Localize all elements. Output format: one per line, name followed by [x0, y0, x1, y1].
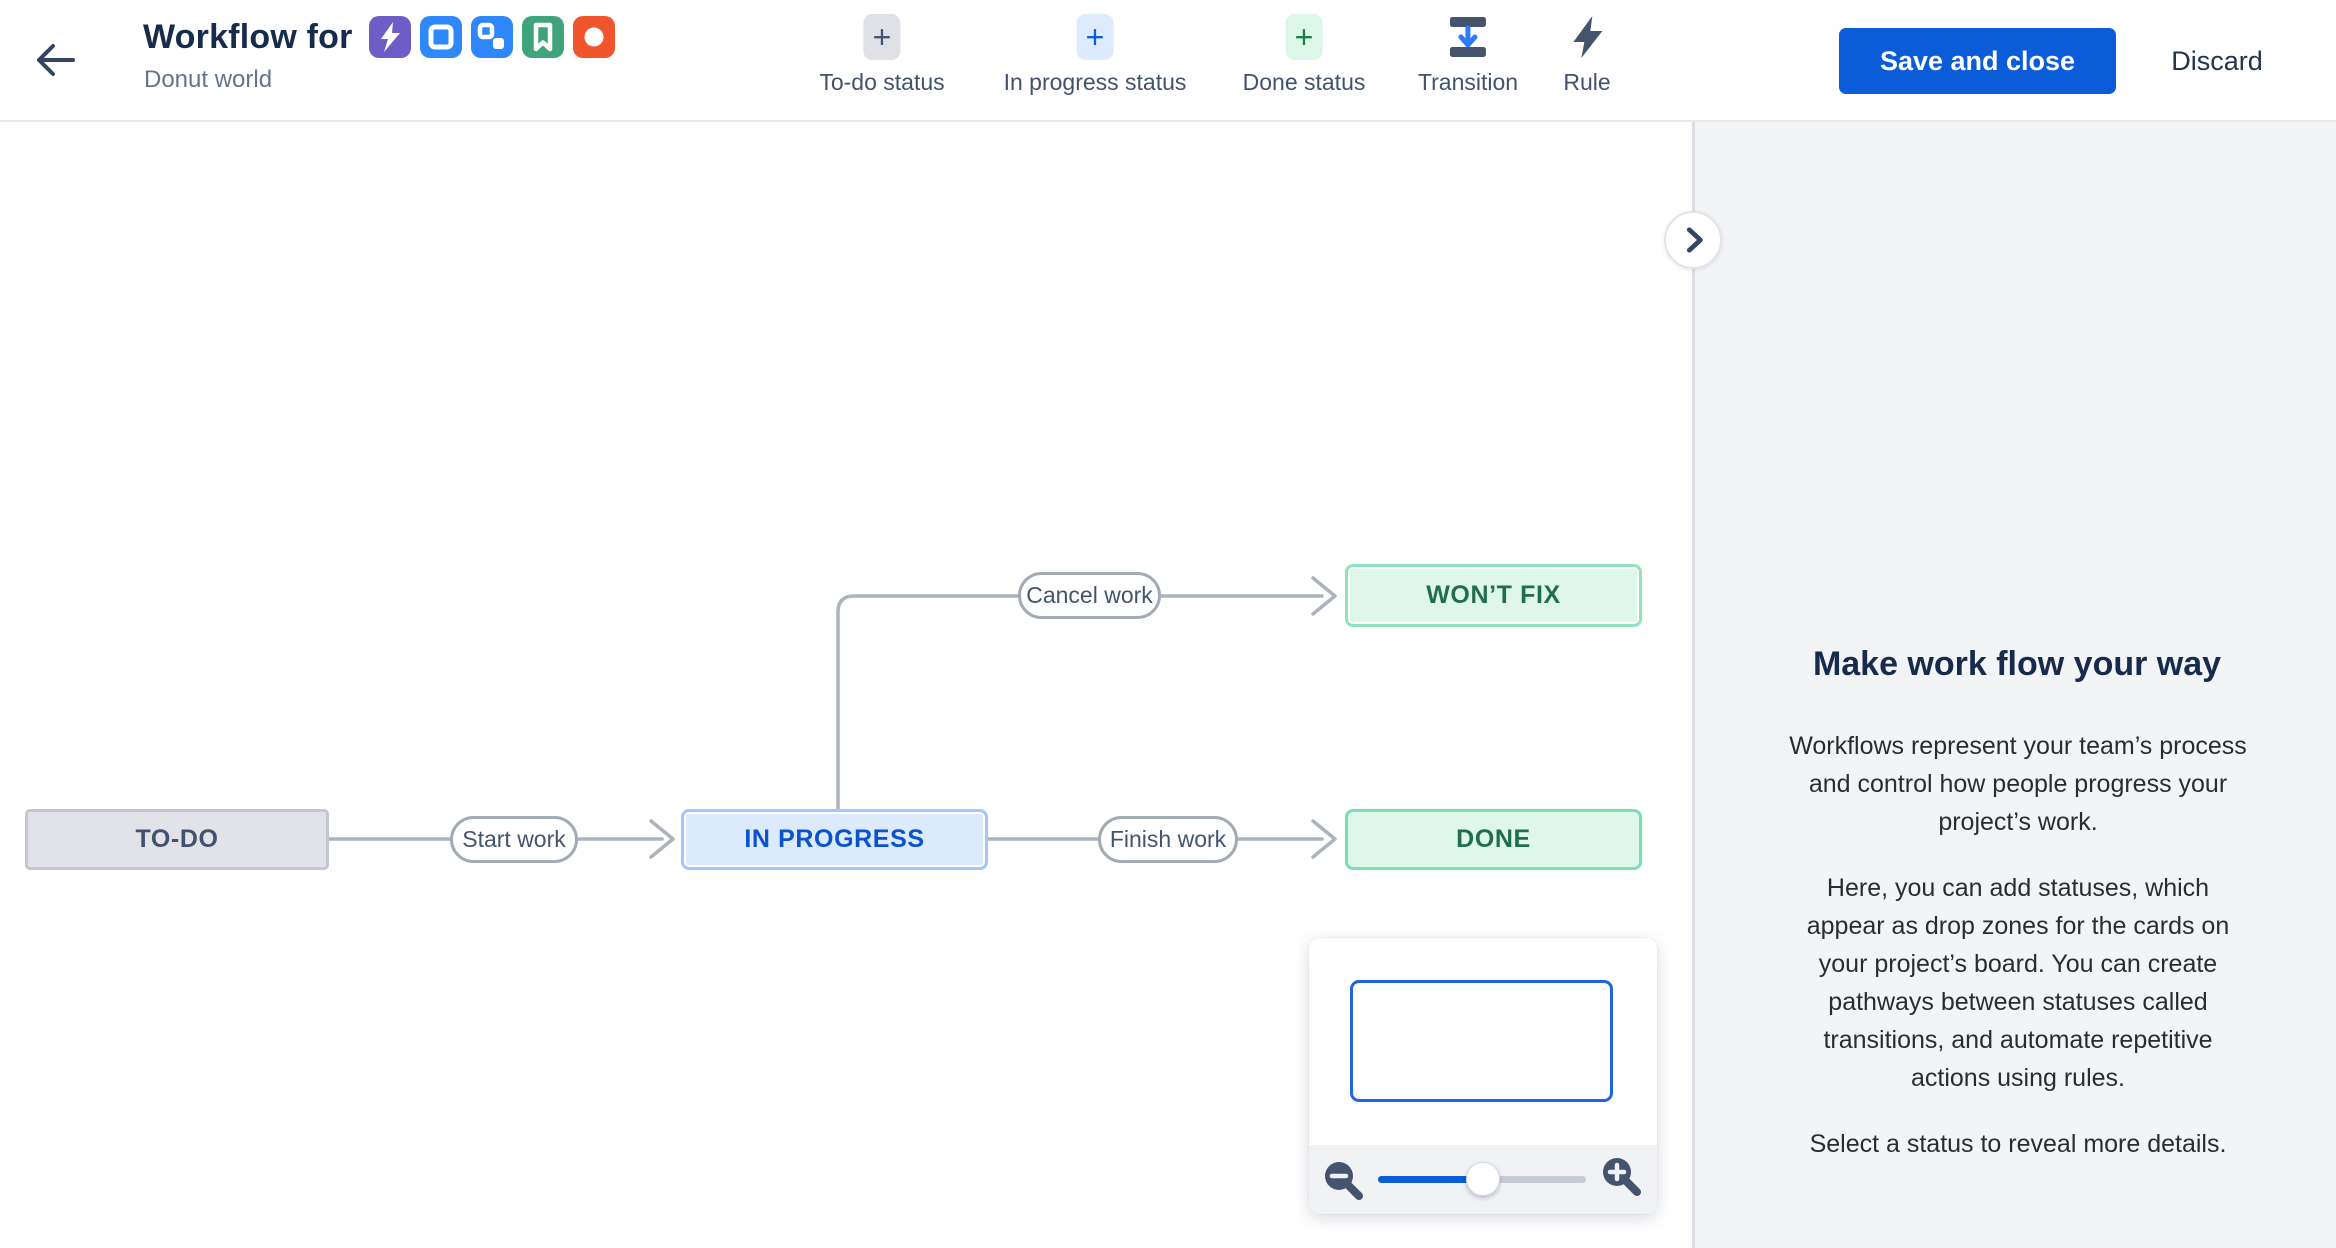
- transition-cancel-work[interactable]: Cancel work: [1018, 572, 1161, 619]
- project-name: Donut world: [144, 66, 273, 93]
- circle-icon: [572, 16, 615, 58]
- transition-finish-work[interactable]: Finish work: [1098, 816, 1238, 863]
- zoom-slider[interactable]: [1378, 1162, 1586, 1196]
- chevron-right-icon: [1686, 227, 1703, 253]
- title-row: Workflow for: [143, 16, 615, 58]
- collapse-panel-button[interactable]: [1664, 211, 1722, 269]
- plus-swatch-green-icon: +: [1285, 14, 1323, 60]
- toolbar-item-label: Rule: [1563, 69, 1611, 95]
- discard-button[interactable]: Discard: [2152, 28, 2282, 94]
- zoom-out-icon[interactable]: [1321, 1158, 1365, 1202]
- editor-header: Workflow for: [0, 0, 2336, 122]
- add-rule-button[interactable]: Rule: [1563, 14, 1611, 96]
- add-done-status-button[interactable]: + Done status: [1242, 14, 1366, 96]
- add-in-progress-status-button[interactable]: + In progress status: [1003, 14, 1187, 96]
- toolbar-item-label: In progress status: [1003, 69, 1187, 95]
- toolbar-item-label: Done status: [1242, 69, 1366, 95]
- add-todo-status-button[interactable]: + To-do status: [819, 14, 945, 96]
- zoom-slider-fill: [1378, 1176, 1483, 1183]
- workflow-canvas[interactable]: TO-DO IN PROGRESS WON’T FIX DONE Start w…: [0, 122, 1692, 1248]
- panel-heading: Make work flow your way: [1812, 645, 2222, 683]
- zoom-in-icon[interactable]: [1599, 1154, 1643, 1198]
- square-outline-icon: [419, 16, 462, 58]
- minimap-viewport[interactable]: [1350, 980, 1613, 1102]
- back-button[interactable]: [26, 32, 84, 90]
- status-node-todo[interactable]: TO-DO: [25, 809, 329, 870]
- panel-copy: Workflows represent your team’s process …: [1785, 727, 2251, 1191]
- zoom-slider-thumb[interactable]: [1466, 1162, 1500, 1196]
- add-transition-button[interactable]: Transition: [1418, 14, 1518, 96]
- save-and-close-button[interactable]: Save and close: [1839, 28, 2116, 94]
- status-node-in-progress[interactable]: IN PROGRESS: [681, 809, 988, 870]
- status-node-wont-fix[interactable]: WON’T FIX: [1345, 564, 1642, 627]
- page-title: Workflow for: [143, 17, 353, 56]
- panel-paragraph: Here, you can add statuses, which appear…: [1806, 874, 2230, 1092]
- lightning-icon: [368, 16, 411, 58]
- bookmark-icon: [521, 16, 564, 58]
- plus-swatch-gray-icon: +: [863, 14, 901, 60]
- project-issue-type-icons: [368, 16, 615, 58]
- transition-start-work[interactable]: Start work: [450, 816, 578, 863]
- back-arrow-icon: [37, 43, 75, 76]
- plus-swatch-blue-icon: +: [1076, 14, 1114, 60]
- toolbar-item-label: Transition: [1417, 69, 1519, 95]
- transition-icon: [1445, 14, 1491, 60]
- info-panel: Make work flow your way Workflows repres…: [1692, 122, 2336, 1248]
- toolbar-item-label: To-do status: [819, 69, 945, 95]
- panel-paragraph: Workflows represent your team’s process …: [1789, 732, 2247, 836]
- status-node-done[interactable]: DONE: [1345, 809, 1642, 870]
- panel-paragraph: Select a status to reveal more details.: [1809, 1130, 2227, 1158]
- subtasks-icon: [470, 16, 513, 58]
- minimap: [1309, 938, 1657, 1214]
- lightning-bolt-icon: [1564, 14, 1610, 60]
